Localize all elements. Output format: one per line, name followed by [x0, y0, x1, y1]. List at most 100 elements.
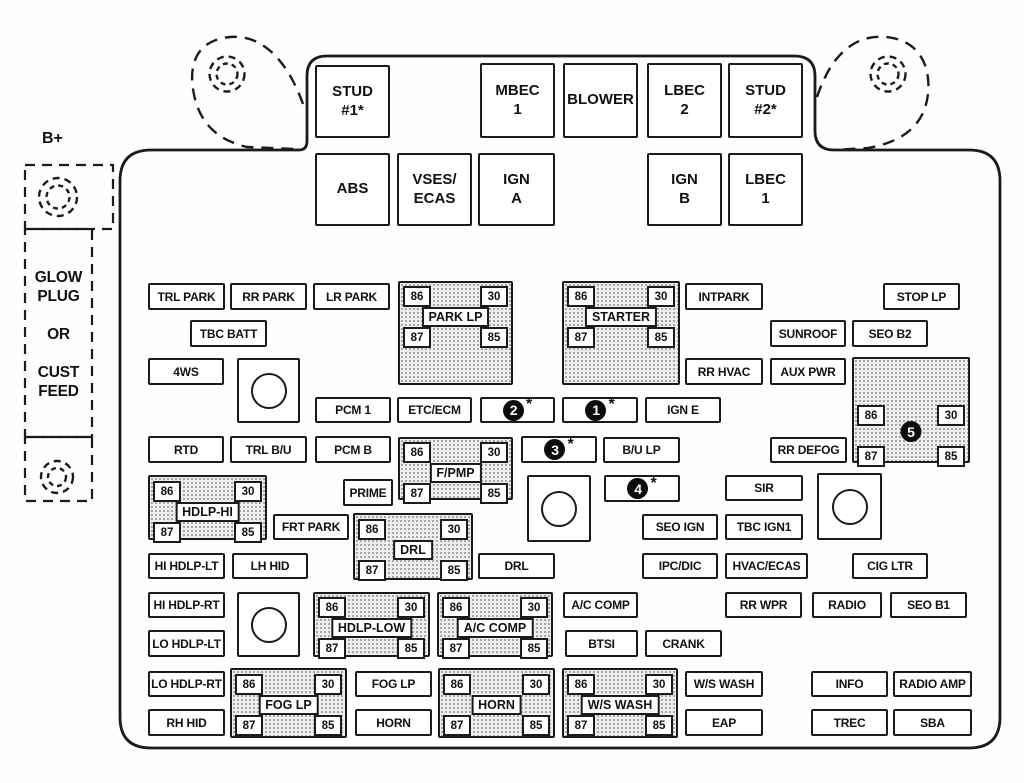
relay-pin-85: 85	[440, 560, 468, 581]
connector-stud-1: STUD #1*	[315, 65, 390, 138]
relay-pin-85: 85	[522, 715, 550, 736]
relay-pin-87: 87	[358, 560, 386, 581]
fuse-crank: CRANK	[645, 630, 722, 657]
relay-pin-30: 30	[937, 405, 965, 426]
mounting-tab-left	[191, 35, 305, 151]
fuse-a-c-comp: A/C COMP	[563, 592, 638, 618]
socket-terminal-circle	[250, 606, 287, 643]
fuse-sir: SIR	[725, 475, 803, 501]
relay-pin-30: 30	[520, 597, 548, 618]
connector-ign-b: IGN B	[647, 153, 722, 226]
relay-pin-86: 86	[443, 674, 471, 695]
fuse-hi-hdlp-lt: HI HDLP-LT	[148, 553, 225, 579]
fuse-circled-1: 1*	[562, 396, 638, 423]
fuse-tbc-ign1: TBC IGN1	[725, 514, 803, 540]
fuse-rh-hid: RH HID	[148, 709, 225, 736]
fuse-rr-hvac: RR HVAC	[685, 358, 763, 385]
relay-pin-87: 87	[567, 327, 595, 348]
terminal-note: GLOW PLUG OR CUST FEED	[34, 269, 83, 400]
bolt-hole-right-outer	[869, 55, 907, 93]
relay-pin-86: 86	[857, 405, 885, 426]
fuse-fog-lp: FOG LP	[355, 671, 432, 697]
socket-terminal-circle	[831, 488, 868, 525]
relay-pin-87: 87	[443, 715, 471, 736]
relay-pin-85: 85	[234, 522, 262, 543]
fuse-ign-e: IGN E	[645, 397, 721, 423]
relay-pin-30: 30	[234, 481, 262, 502]
relay-pin-86: 86	[403, 286, 431, 307]
connector-stud-2: STUD #2*	[728, 63, 803, 138]
relay-label-f-pmp: F/PMP	[429, 463, 482, 483]
asterisk: *	[525, 396, 533, 413]
connector-lbec-1: LBEC 1	[728, 153, 803, 226]
relay-socket-3	[817, 473, 882, 540]
fuse-trl-b-u: TRL B/U	[230, 436, 307, 463]
fuse-sunroof: SUNROOF	[770, 320, 846, 347]
fuse-circled-4: 4*	[604, 475, 680, 502]
connector-blower: BLOWER	[563, 63, 638, 138]
fuse-seo-ign: SEO IGN	[642, 514, 718, 540]
relay-pin-85: 85	[937, 446, 965, 467]
fuse-drl: DRL	[478, 553, 555, 579]
connector-abs: ABS	[315, 153, 390, 226]
circled-number-2: 2	[502, 399, 524, 421]
connector-ign-a: IGN A	[478, 153, 555, 226]
relay-pin-85: 85	[480, 327, 508, 348]
bolt-hole-left-outer	[208, 55, 246, 93]
fuse-lo-hdlp-lt: LO HDLP-LT	[148, 630, 225, 657]
relay-label-w-s-wash: W/S WASH	[580, 695, 660, 715]
fuse-radio: RADIO	[812, 592, 882, 618]
relay-pin-87: 87	[857, 446, 885, 467]
relay-label-starter: STARTER	[584, 307, 658, 327]
fuse-radio-amp: RADIO AMP	[893, 671, 972, 697]
fuse-rr-defog: RR DEFOG	[770, 437, 847, 463]
relay-pin-85: 85	[314, 715, 342, 736]
fuse-rr-park: RR PARK	[230, 283, 307, 310]
circled-number-1: 1	[585, 399, 607, 421]
connector-mbec-1: MBEC 1	[480, 63, 555, 138]
battery-terminal-bolt2-outer	[39, 459, 75, 495]
circled-number-4: 4	[627, 478, 649, 499]
fuse-lh-hid: LH HID	[232, 553, 308, 579]
fuse-pcm-b: PCM B	[315, 436, 391, 463]
relay-pin-86: 86	[358, 519, 386, 540]
battery-terminal-bolt2-inner	[46, 466, 68, 488]
fuse-eap: EAP	[685, 709, 763, 736]
relay-pin-86: 86	[567, 674, 595, 695]
relay-pin-85: 85	[645, 715, 673, 736]
relay-pin-87: 87	[567, 715, 595, 736]
connector-vses-ecas: VSES/ ECAS	[397, 153, 472, 226]
relay-pin-30: 30	[522, 674, 550, 695]
relay-pin-86: 86	[442, 597, 470, 618]
relay-pin-87: 87	[235, 715, 263, 736]
fuse-trec: TREC	[811, 709, 888, 736]
relay-pin-86: 86	[153, 481, 181, 502]
fuse-ipc-dic: IPC/DIC	[642, 553, 718, 579]
fuse-cig-ltr: CIG LTR	[852, 553, 928, 579]
bolt-hole-right-inner	[876, 62, 900, 86]
battery-terminal-bolt-outer	[37, 176, 79, 218]
fuse-etc-ecm: ETC/ECM	[397, 397, 472, 423]
relay-circled-5: 86 30 87 85 5	[852, 357, 970, 467]
relay-pin-86: 86	[567, 286, 595, 307]
relay-label-hdlp-low: HDLP-LOW	[330, 618, 413, 638]
relay-label-park-lp: PARK LP	[421, 307, 490, 327]
relay-pin-86: 86	[403, 442, 431, 463]
relay-pin-30: 30	[647, 286, 675, 307]
relay-pin-30: 30	[480, 286, 508, 307]
connector-lbec-2: LBEC 2	[647, 63, 722, 138]
relay-pin-30: 30	[480, 442, 508, 463]
fuse-4ws: 4WS	[148, 358, 224, 385]
fuse-aux-pwr: AUX PWR	[770, 358, 846, 385]
fuse-seo-b2: SEO B2	[852, 320, 928, 347]
fuse-frt-park: FRT PARK	[273, 514, 349, 540]
circled-number-5: 5	[900, 421, 922, 442]
relay-pin-30: 30	[397, 597, 425, 618]
fuse-rtd: RTD	[148, 436, 224, 463]
